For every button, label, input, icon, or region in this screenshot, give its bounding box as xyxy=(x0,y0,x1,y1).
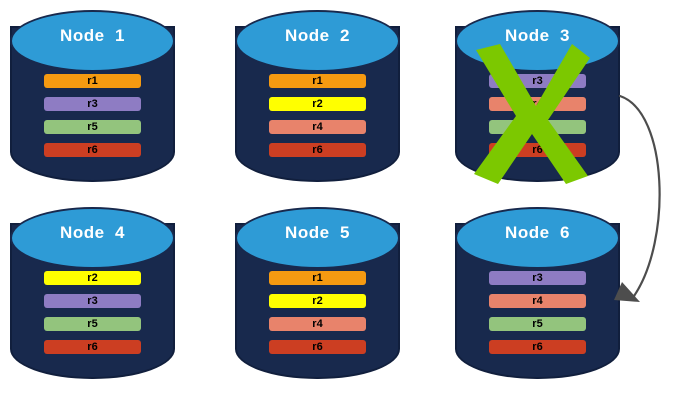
row-bar[interactable]: r6 xyxy=(489,143,586,157)
node-4-rows: r2 r3 r5 r6 xyxy=(44,271,141,363)
row-bar[interactable]: r5 xyxy=(489,317,586,331)
node-2-top xyxy=(235,10,400,72)
node-5-top xyxy=(235,207,400,269)
row-bar[interactable]: r2 xyxy=(269,97,366,111)
row-bar[interactable]: r6 xyxy=(269,340,366,354)
node-5-label: Node 5 xyxy=(285,223,350,242)
node-5-rows: r1 r2 r4 r6 xyxy=(269,271,366,363)
row-bar[interactable]: r1 xyxy=(44,74,141,88)
node-6[interactable]: Node 6 r3 r4 r5 r6 xyxy=(455,207,620,379)
row-bar[interactable]: r6 xyxy=(269,143,366,157)
row-bar[interactable]: r3 xyxy=(489,271,586,285)
row-bar[interactable]: r4 xyxy=(489,294,586,308)
node-2-label: Node 2 xyxy=(285,26,350,45)
row-bar[interactable]: r3 xyxy=(44,294,141,308)
row-bar[interactable]: r1 xyxy=(269,74,366,88)
row-bar[interactable]: r6 xyxy=(44,340,141,354)
row-bar[interactable]: r6 xyxy=(44,143,141,157)
node-5[interactable]: Node 5 r1 r2 r4 r6 xyxy=(235,207,400,379)
row-bar[interactable]: r4 xyxy=(269,317,366,331)
row-bar[interactable]: r5 xyxy=(44,120,141,134)
node-2-rows: r1 r2 r4 r6 xyxy=(269,74,366,166)
row-bar[interactable]: r5 xyxy=(44,317,141,331)
node-6-label: Node 6 xyxy=(505,223,570,242)
node-4-label: Node 4 xyxy=(60,223,125,242)
row-bar[interactable]: r2 xyxy=(44,271,141,285)
row-bar[interactable]: r6 xyxy=(489,340,586,354)
row-bar[interactable]: r4 xyxy=(489,97,586,111)
row-bar[interactable]: r3 xyxy=(489,74,586,88)
node-1-label: Node 1 xyxy=(60,26,125,45)
node-6-top xyxy=(455,207,620,269)
arrow-curve xyxy=(618,94,661,298)
node-3-label: Node 3 xyxy=(505,26,570,45)
row-bar[interactable]: r3 xyxy=(44,97,141,111)
node-1-rows: r1 r3 r5 r6 xyxy=(44,74,141,166)
row-bar[interactable]: r1 xyxy=(269,271,366,285)
node-4[interactable]: Node 4 r2 r3 r5 r6 xyxy=(10,207,175,379)
node-6-rows: r3 r4 r5 r6 xyxy=(489,271,586,363)
node-2[interactable]: Node 2 r1 r2 r4 r6 xyxy=(235,10,400,182)
node-3-rows: r3 r4 r5 r6 xyxy=(489,74,586,166)
node-1-top xyxy=(10,10,175,72)
row-bar[interactable]: r2 xyxy=(269,294,366,308)
row-bar[interactable]: r4 xyxy=(269,120,366,134)
node-1[interactable]: Node 1 r1 r3 r5 r6 xyxy=(10,10,175,182)
row-bar[interactable]: r5 xyxy=(489,120,586,134)
node-3[interactable]: Node 3 r3 r4 r5 r6 xyxy=(455,10,620,182)
node-4-top xyxy=(10,207,175,269)
